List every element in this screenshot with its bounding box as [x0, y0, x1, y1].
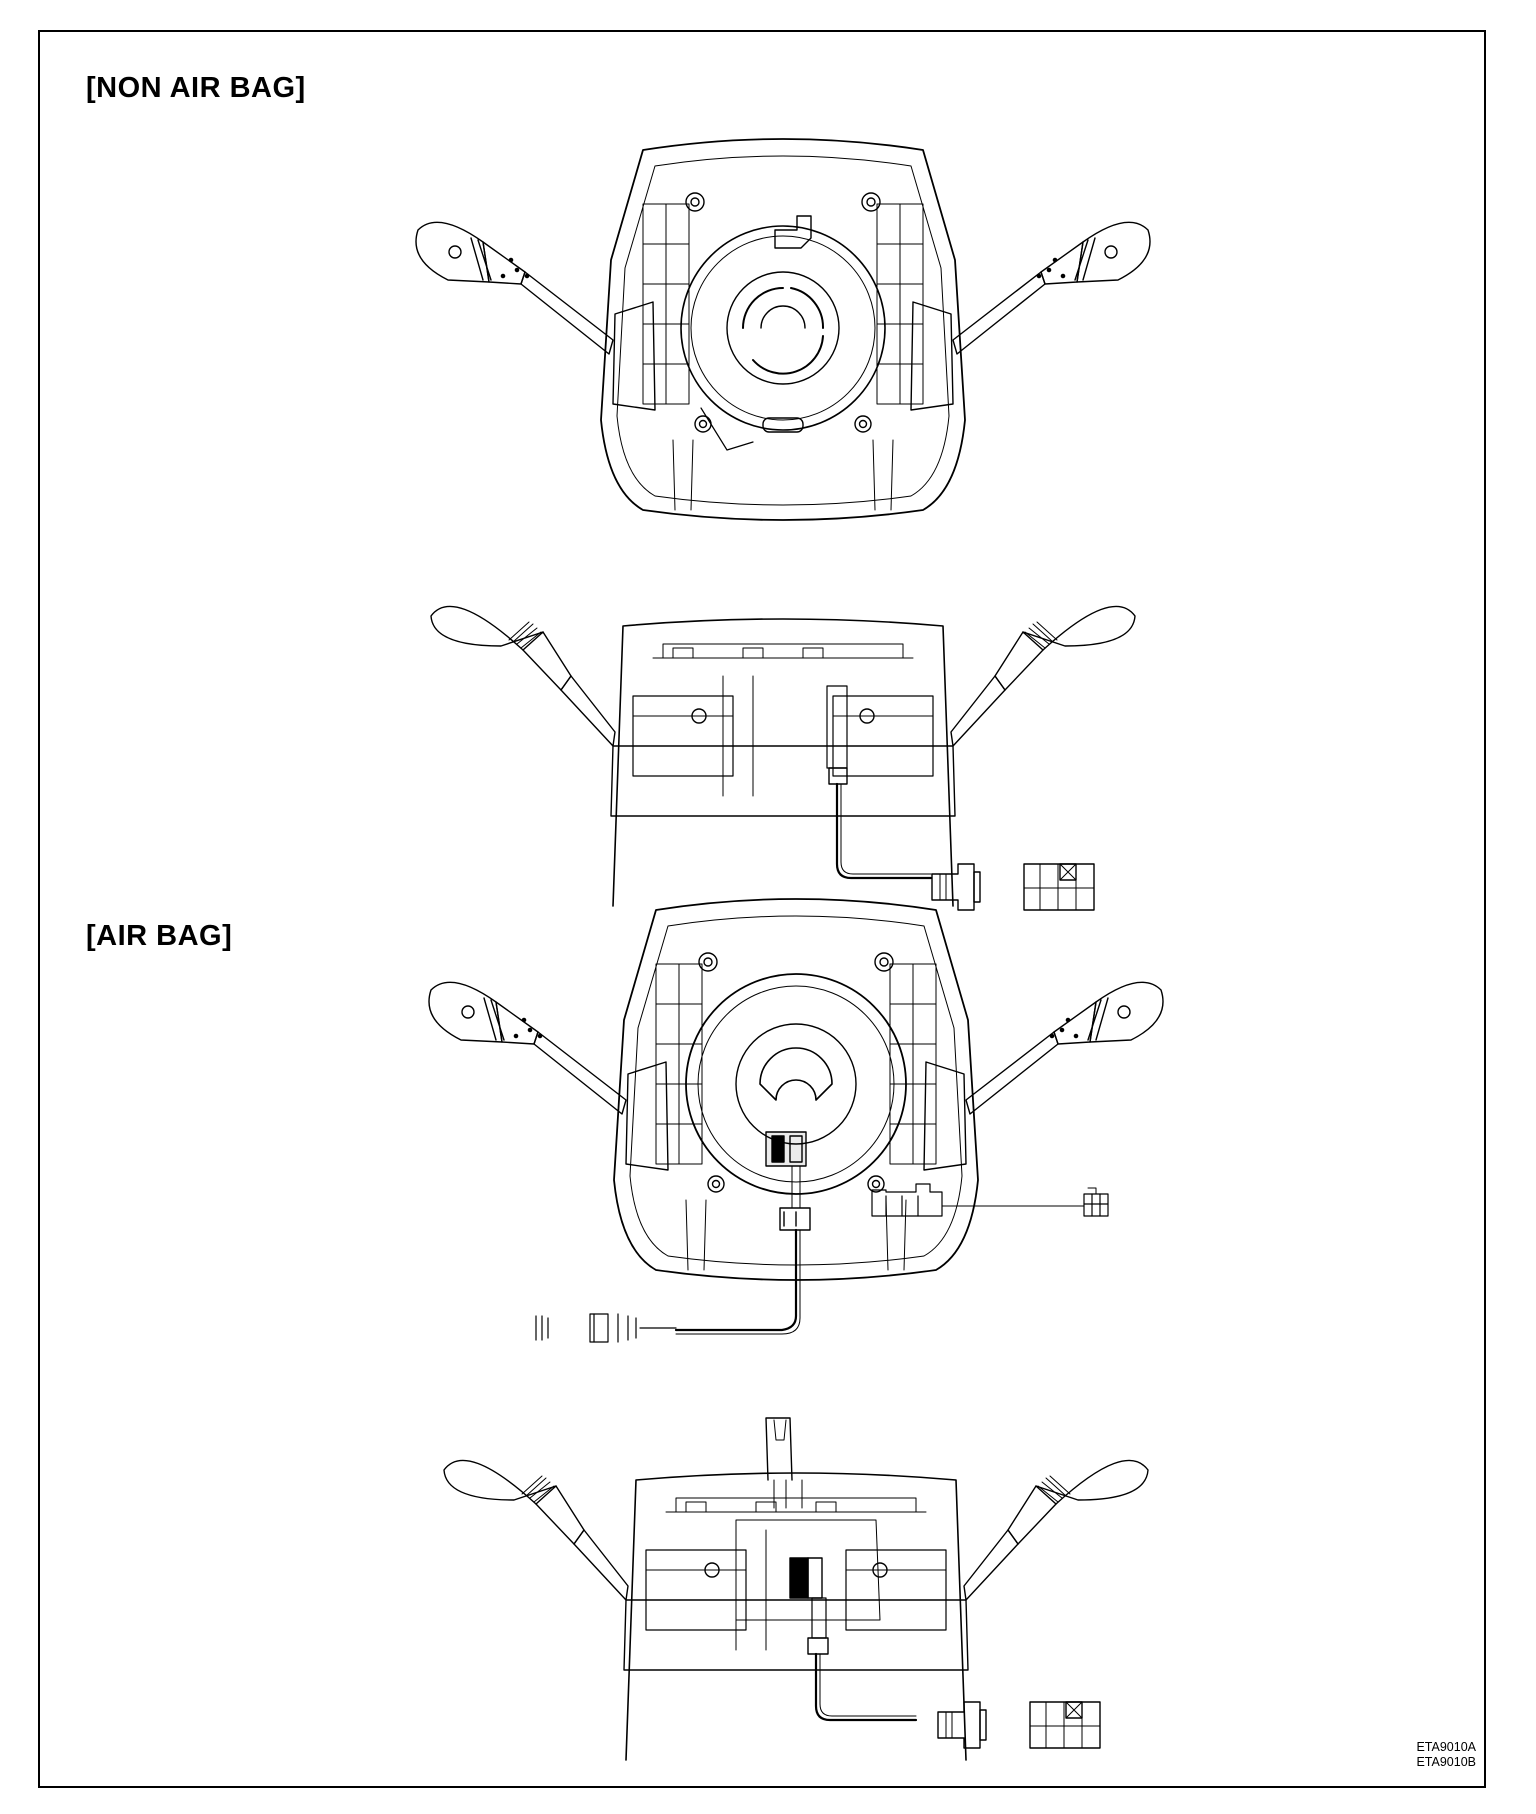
air-bag-rear-view [443, 1418, 1149, 1761]
figure-code-a: ETA9010A [1416, 1740, 1476, 1754]
section-title-air-bag: [AIR BAG] [86, 920, 233, 952]
section-title-non-air-bag: [NON AIR BAG] [86, 72, 306, 104]
air-bag-harness-connector [536, 1314, 676, 1342]
non-air-bag-connector-pair [931, 863, 1095, 911]
air-bag-front-view [428, 898, 1164, 1334]
figure-codes: ETA9010A ETA9010B [1416, 1740, 1476, 1770]
figure-frame [38, 30, 1486, 1788]
figure-code-b: ETA9010B [1416, 1755, 1476, 1769]
non-air-bag-front-view [415, 138, 1151, 521]
non-air-bag-rear-view [430, 605, 1136, 907]
air-bag-module-connector [872, 1184, 1108, 1216]
air-bag-connector-pair [937, 1701, 1101, 1749]
